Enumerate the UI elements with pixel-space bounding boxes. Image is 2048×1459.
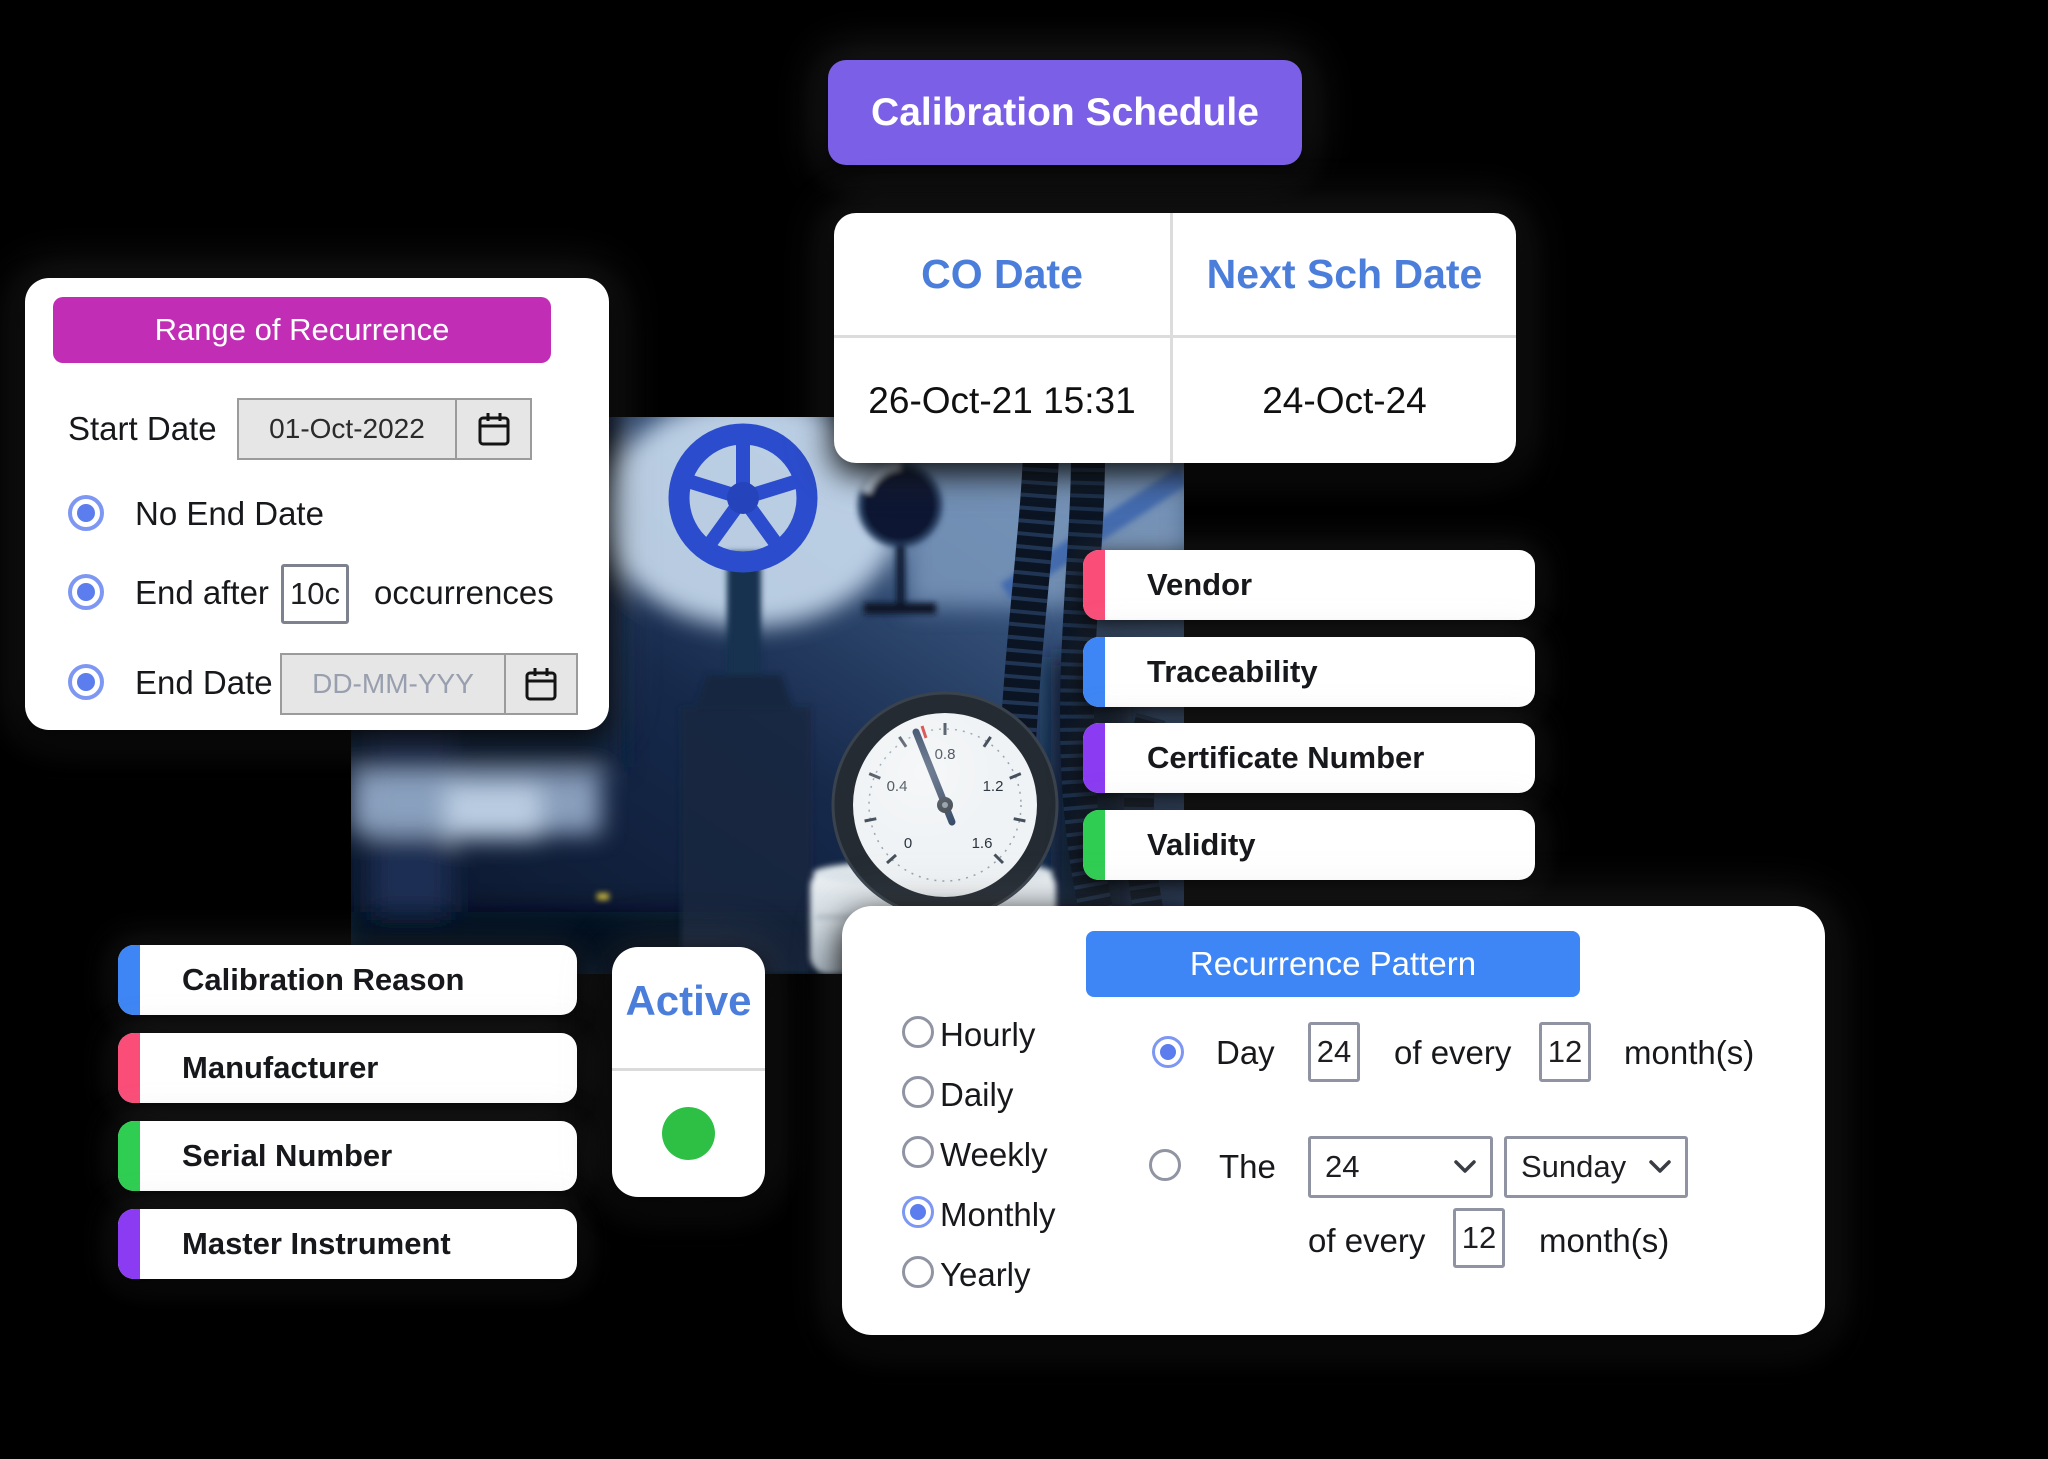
calendar-icon: [478, 413, 509, 446]
master-instrument-accent: [118, 1209, 140, 1279]
range-of-recurrence-header: Range of Recurrence: [53, 297, 551, 363]
weekday-dropdown[interactable]: Sunday: [1504, 1136, 1688, 1198]
range-of-recurrence-card: Range of Recurrence Start Date No End Da…: [25, 278, 609, 730]
chevron-down-icon: [1649, 1160, 1671, 1173]
ordinal-dropdown-value: 24: [1325, 1149, 1360, 1184]
next-sch-date-header: Next Sch Date: [1173, 213, 1516, 338]
monthly-radio[interactable]: [902, 1196, 934, 1228]
yearly-radio[interactable]: [902, 1256, 934, 1288]
start-date-calendar-button[interactable]: [455, 400, 530, 458]
yearly-label: Yearly: [940, 1256, 1031, 1293]
day-rule-months-input[interactable]: [1539, 1022, 1591, 1082]
range-header-label: Range of Recurrence: [154, 312, 450, 347]
occurrences-label: occurrences: [374, 574, 554, 611]
weekday-rule-suffix: month(s): [1539, 1222, 1670, 1259]
pill-serial-number: Serial Number: [118, 1121, 577, 1191]
end-date-calendar-button[interactable]: [504, 655, 576, 713]
ordinal-dropdown[interactable]: 24: [1308, 1136, 1493, 1198]
master-instrument-label: Master Instrument: [182, 1226, 451, 1261]
recurrence-pattern-header: Recurrence Pattern: [1086, 931, 1580, 997]
serial-number-accent: [118, 1121, 140, 1191]
day-rule-prefix: Day: [1216, 1034, 1275, 1071]
day-rule-radio[interactable]: [1152, 1036, 1184, 1068]
traceability-label: Traceability: [1147, 654, 1318, 689]
start-date-field-group: [237, 398, 532, 460]
co-date-value: 26-Oct-21 15:31: [834, 338, 1173, 463]
weekday-dropdown-value: Sunday: [1521, 1149, 1627, 1184]
calibration-reason-label: Calibration Reason: [182, 962, 465, 997]
certificate-number-label: Certificate Number: [1147, 740, 1425, 775]
end-date-label: End Date: [135, 664, 273, 701]
pill-calibration-reason: Calibration Reason: [118, 945, 577, 1015]
active-status-dot: [662, 1107, 715, 1160]
recurrence-header-label: Recurrence Pattern: [1189, 945, 1477, 982]
start-date-input[interactable]: [239, 400, 455, 458]
monthly-label: Monthly: [940, 1196, 1056, 1233]
traceability-accent: [1083, 637, 1105, 707]
no-end-date-label: No End Date: [135, 495, 324, 532]
pill-vendor: Vendor: [1083, 550, 1535, 620]
weekday-rule-radio[interactable]: [1149, 1149, 1181, 1181]
hourly-label: Hourly: [940, 1016, 1036, 1053]
weekly-label: Weekly: [940, 1136, 1048, 1173]
start-date-label: Start Date: [68, 410, 217, 447]
calibration-schedule-banner: Calibration Schedule: [828, 60, 1302, 165]
pill-traceability: Traceability: [1083, 637, 1535, 707]
calendar-icon: [525, 668, 557, 701]
end-after-radio[interactable]: [68, 574, 104, 610]
no-end-date-radio[interactable]: [68, 495, 104, 531]
active-divider: [612, 1068, 765, 1071]
pill-certificate-number: Certificate Number: [1083, 723, 1535, 793]
recurrence-pattern-card: Recurrence Pattern Hourly Daily Weekly M…: [842, 906, 1825, 1335]
vendor-label: Vendor: [1147, 567, 1253, 602]
chevron-down-icon: [1454, 1160, 1476, 1173]
weekday-rule-prefix: The: [1219, 1148, 1276, 1185]
day-rule-suffix: month(s): [1624, 1034, 1755, 1071]
weekday-rule-middle: of every: [1308, 1222, 1426, 1259]
manufacturer-accent: [118, 1033, 140, 1103]
calibration-reason-accent: [118, 945, 140, 1015]
vendor-accent: [1083, 550, 1105, 620]
serial-number-label: Serial Number: [182, 1138, 393, 1173]
hourly-radio[interactable]: [902, 1016, 934, 1048]
active-status-card: Active: [612, 947, 765, 1197]
validity-label: Validity: [1147, 827, 1256, 862]
pill-manufacturer: Manufacturer: [118, 1033, 577, 1103]
validity-accent: [1083, 810, 1105, 880]
schedule-table-card: CO Date Next Sch Date 26-Oct-21 15:31 24…: [834, 213, 1516, 463]
end-date-input[interactable]: [282, 655, 504, 713]
end-date-radio[interactable]: [68, 664, 104, 700]
active-label: Active: [625, 977, 752, 1024]
pill-validity: Validity: [1083, 810, 1535, 880]
weekly-radio[interactable]: [902, 1136, 934, 1168]
day-of-month-input[interactable]: [1308, 1022, 1360, 1082]
manufacturer-label: Manufacturer: [182, 1050, 379, 1085]
next-sch-date-value: 24-Oct-24: [1262, 379, 1427, 421]
day-rule-middle: of every: [1394, 1034, 1512, 1071]
end-date-field-group: [280, 653, 578, 715]
end-after-label: End after: [135, 574, 269, 611]
certificate-number-accent: [1083, 723, 1105, 793]
pill-master-instrument: Master Instrument: [118, 1209, 577, 1279]
occurrences-input[interactable]: [281, 564, 349, 624]
daily-radio[interactable]: [902, 1076, 934, 1108]
banner-label: Calibration Schedule: [871, 90, 1259, 134]
weekday-rule-months-input[interactable]: [1453, 1208, 1505, 1268]
daily-label: Daily: [940, 1076, 1014, 1113]
co-date-header: CO Date: [834, 213, 1173, 338]
